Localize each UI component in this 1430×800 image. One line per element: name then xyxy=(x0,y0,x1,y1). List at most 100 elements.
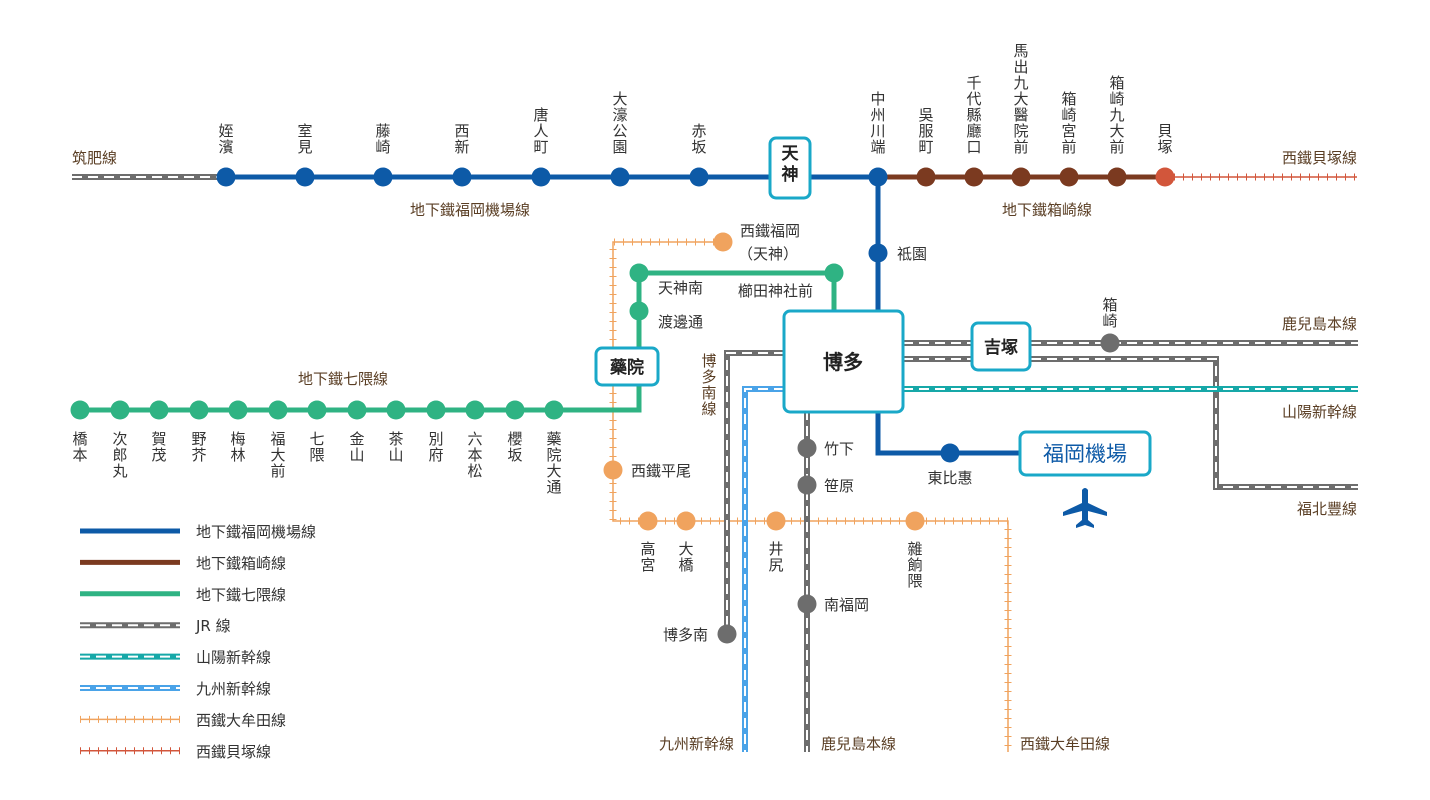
line-label-kagoshima: 鹿兒島本線 xyxy=(1282,315,1357,333)
station-labels-top: 姪濱 室見 藤崎 西新 唐人町 大濠公園 赤坂 中州川端 吳服町 千代縣廳口 馬… xyxy=(218,42,1172,330)
station-dot-sasabaru[interactable] xyxy=(797,475,817,495)
station-label-meinohama: 姪濱 xyxy=(218,122,233,156)
station-dot-chiyokencho[interactable] xyxy=(964,167,984,187)
station-label-hakataminami: 博多南 xyxy=(663,626,708,644)
line-label-kaizuka: 西鐵貝塚線 xyxy=(1282,149,1357,167)
station-dot-hashimoto[interactable] xyxy=(70,400,90,420)
station-dot-ohorikoen[interactable] xyxy=(610,167,630,187)
line-label-chikuhi: 筑肥線 xyxy=(72,149,117,167)
station-label-sasabaru: 笹原 xyxy=(824,477,854,495)
station-dot-hakataminami[interactable] xyxy=(717,624,737,644)
station-labels-nanakuma: 橋本 次郎丸 賀茂 野芥 梅林 福大前 七隈 金山 茶山 別府 六本松 櫻坂 藥… xyxy=(72,430,561,496)
nanakuma-line xyxy=(80,270,837,413)
station-dot-akasaka[interactable] xyxy=(689,167,709,187)
station-label-chiyokencho: 千代縣廳口 xyxy=(966,74,981,156)
station-label-umebayashi: 梅林 xyxy=(230,430,245,464)
station-label-fujisaki: 藤崎 xyxy=(375,122,390,156)
station-dot-kaizuka[interactable] xyxy=(1155,167,1175,187)
fukuhoku-line xyxy=(903,356,1358,490)
station-dot-maidashi[interactable] xyxy=(1011,167,1031,187)
station-labels-omuta: 高宮 大橋 井尻 雜餉隈 xyxy=(640,540,922,590)
station-dot-kanayama[interactable] xyxy=(347,400,367,420)
station-dot-fujisaki[interactable] xyxy=(373,167,393,187)
legend-item: 西鐵大牟田線 xyxy=(80,711,286,729)
station-dot-takamiya[interactable] xyxy=(638,511,658,531)
station-label-gion: 祗園 xyxy=(897,245,927,263)
station-dot-noke[interactable] xyxy=(189,400,209,420)
line-label-hakozaki: 地下鐵箱崎線 xyxy=(1002,201,1092,219)
station-label-nakasukawabata: 中州川端 xyxy=(870,90,885,156)
station-dot-gion[interactable] xyxy=(868,243,888,263)
station-dot-kamo[interactable] xyxy=(149,400,169,420)
station-dot-beppu[interactable] xyxy=(426,400,446,420)
station-label-kanayama: 金山 xyxy=(349,430,364,464)
station-dot-nishijin[interactable] xyxy=(452,167,472,187)
legend-item: JR 線 xyxy=(80,617,231,635)
station-dot-muromi[interactable] xyxy=(295,167,315,187)
station-dot-higashihie[interactable] xyxy=(940,443,960,463)
line-label-hakata-minami: 博多南線 xyxy=(701,352,716,418)
station-dot-minamifukuoka[interactable] xyxy=(797,594,817,614)
station-label-ropponmatsu: 六本松 xyxy=(467,430,482,480)
station-dot-hakozakikyudai[interactable] xyxy=(1107,167,1127,187)
station-dot-hakozaki[interactable] xyxy=(1100,333,1120,353)
station-dot-takeshita[interactable] xyxy=(797,438,817,458)
station-dot-ijiri[interactable] xyxy=(766,511,786,531)
line-label-fukuhoku: 福北豐線 xyxy=(1297,500,1357,518)
legend-label: 西鐵大牟田線 xyxy=(196,711,286,729)
station-dot-umebayashi[interactable] xyxy=(228,400,248,420)
hub-hakata-label: 博多 xyxy=(823,350,863,374)
station-dot-sakurazaka[interactable] xyxy=(505,400,525,420)
station-dot-nakasukawabata[interactable] xyxy=(868,167,888,187)
hub-tenjin[interactable]: 天神 xyxy=(768,136,812,200)
station-dot-tenjinminami[interactable] xyxy=(629,263,649,283)
hub-yakuin[interactable]: 藥院 xyxy=(594,346,660,387)
station-label-ijiri: 井尻 xyxy=(768,540,783,574)
line-label-kagoshima-bottom: 鹿兒島本線 xyxy=(821,735,896,753)
legend-item: 九州新幹線 xyxy=(80,680,271,698)
station-dot-ohashi[interactable] xyxy=(676,511,696,531)
station-dot-jirogemaru[interactable] xyxy=(110,400,130,420)
legend-label: 山陽新幹線 xyxy=(196,649,271,667)
hub-airport[interactable]: 福岡機場 xyxy=(1018,430,1152,477)
hub-yoshizuka[interactable]: 吉塚 xyxy=(970,321,1032,372)
station-label-gofukumachi: 吳服町 xyxy=(918,106,933,156)
station-dot-nanakuma[interactable] xyxy=(307,400,327,420)
legend-item: 地下鐵福岡機場線 xyxy=(80,523,316,541)
station-dot-zasshonokuma[interactable] xyxy=(905,511,925,531)
station-dot-nishitetsu-fukuoka[interactable] xyxy=(713,232,733,252)
hub-yakuin-label: 藥院 xyxy=(609,357,644,378)
legend-label: 地下鐵箱崎線 xyxy=(196,554,286,572)
station-label-zasshonokuma: 雜餉隈 xyxy=(907,540,922,590)
station-label-hakozakimiyamae: 箱崎宮前 xyxy=(1061,90,1076,156)
station-dot-yakuinodori[interactable] xyxy=(544,400,564,420)
station-dot-watanabedori[interactable] xyxy=(629,301,649,321)
station-label-kaizuka: 貝塚 xyxy=(1157,122,1172,156)
station-label-akasaka: 赤坂 xyxy=(691,122,706,156)
station-dot-meinohama[interactable] xyxy=(216,167,236,187)
station-label-minamifukuoka: 南福岡 xyxy=(824,596,869,614)
station-label-yakuinodori: 藥院大通 xyxy=(546,430,561,496)
station-dot-chayama[interactable] xyxy=(386,400,406,420)
station-label-ohorikoen: 大濠公園 xyxy=(612,90,627,156)
station-dot-tojinmachi[interactable] xyxy=(531,167,551,187)
station-dot-fukudaimae[interactable] xyxy=(268,400,288,420)
station-dot-ropponmatsu[interactable] xyxy=(465,400,485,420)
station-label-ohashi: 大橋 xyxy=(678,540,693,574)
legend-label: 地下鐵七隈線 xyxy=(196,586,286,604)
station-dot-gofukumachi[interactable] xyxy=(916,167,936,187)
station-label-higashihie: 東比惠 xyxy=(927,469,972,487)
station-label-sakurazaka: 櫻坂 xyxy=(507,430,522,464)
station-label-tenjinminami: 天神南 xyxy=(658,279,703,297)
hub-hakata[interactable]: 博多 xyxy=(782,309,905,414)
station-dot-kushidajinjamae[interactable] xyxy=(824,263,844,283)
station-dot-hakozakimiyamae[interactable] xyxy=(1059,167,1079,187)
line-label-sanyo: 山陽新幹線 xyxy=(1282,403,1357,421)
kyushu-shinkansen-line xyxy=(742,386,784,752)
station-dot-nishitetsuhirao[interactable] xyxy=(603,460,623,480)
line-label-nanakuma: 地下鐵七隈線 xyxy=(298,370,388,388)
hub-airport-label: 福岡機場 xyxy=(1043,442,1127,466)
hub-tenjin-label: 天神 xyxy=(782,144,800,185)
station-label-jirogemaru: 次郎丸 xyxy=(112,430,127,480)
